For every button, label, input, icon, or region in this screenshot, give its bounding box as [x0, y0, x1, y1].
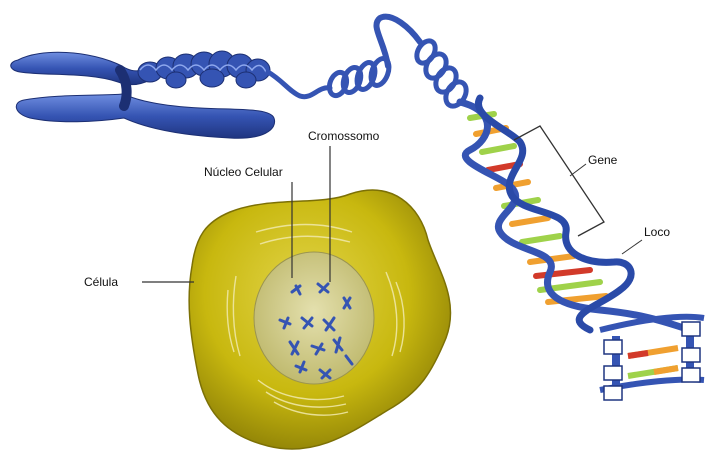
cell-icon [189, 190, 450, 449]
label-nucleo-celular: Núcleo Celular [204, 165, 283, 179]
double-helix-icon [460, 98, 704, 400]
label-loco: Loco [644, 225, 670, 239]
nucleus [254, 252, 374, 384]
x-chromosome-icon [11, 51, 275, 138]
label-celula: Célula [84, 275, 118, 289]
label-gene: Gene [588, 153, 618, 167]
loco-leader-line [622, 240, 642, 254]
label-cromossomo: Cromossomo [308, 129, 380, 143]
chromatin-fiber [268, 17, 470, 110]
gene-leader-line [570, 164, 586, 176]
dna-ladder [600, 317, 704, 400]
